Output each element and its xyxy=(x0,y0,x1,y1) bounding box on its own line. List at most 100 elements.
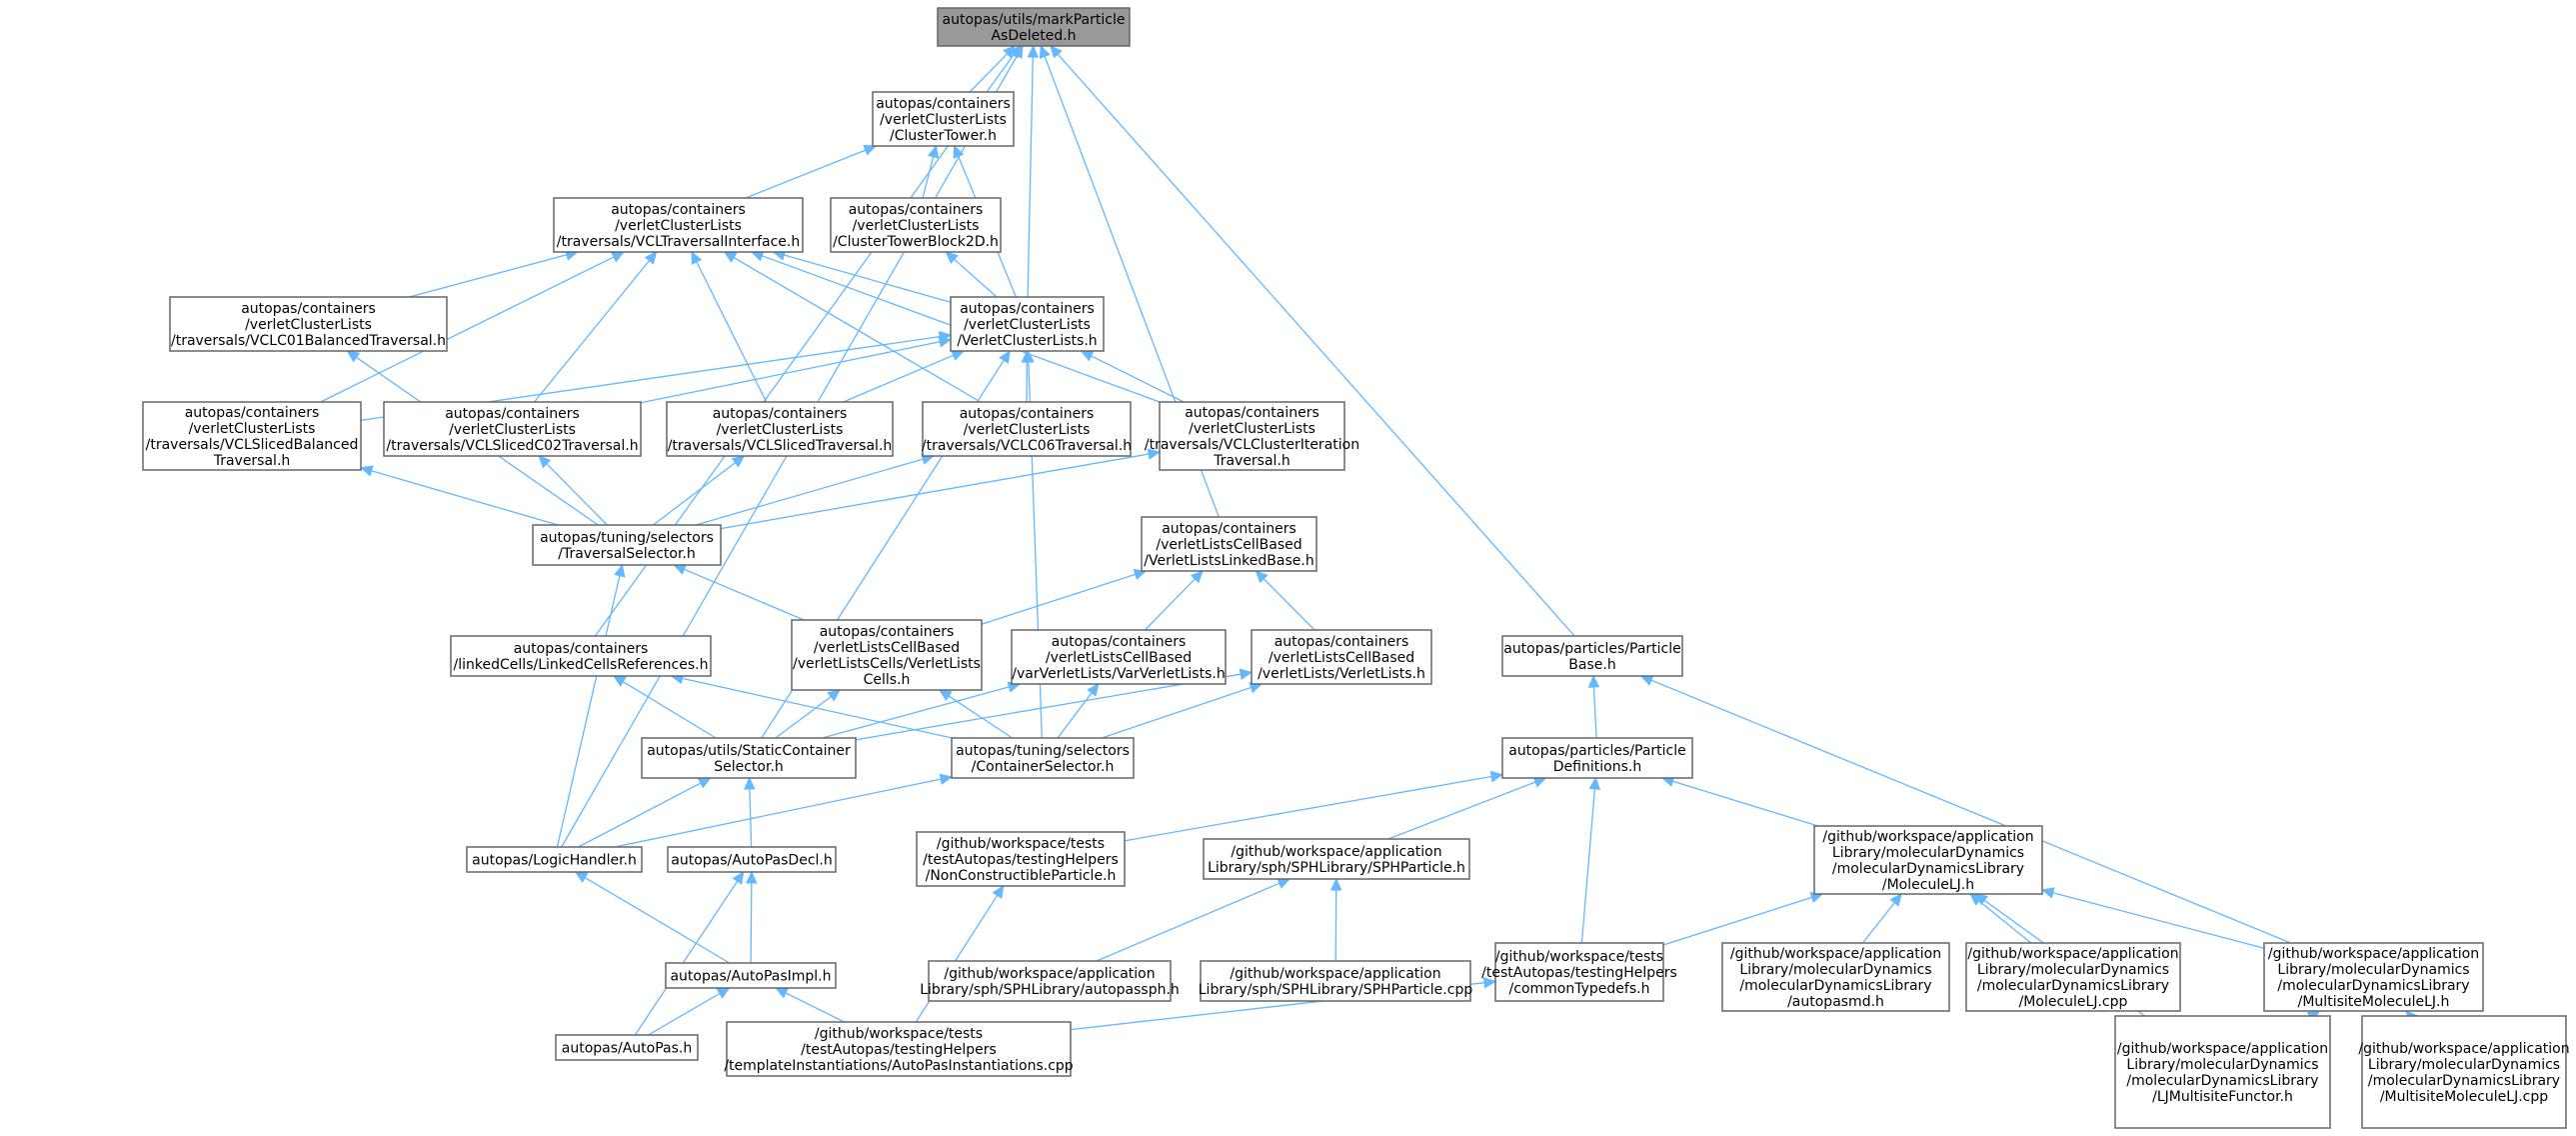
node-label-line: /testAutopas/testingHelpers xyxy=(1481,965,1677,981)
file-node[interactable]: autopas/AutoPas.h xyxy=(555,1034,699,1061)
edge-arrowhead xyxy=(1277,878,1291,889)
node-label-line: /TraversalSelector.h xyxy=(558,546,696,562)
edge-line xyxy=(320,256,615,403)
edge-arrowhead xyxy=(1587,674,1600,688)
edge-n34-to-n26 xyxy=(775,987,845,1023)
node-box xyxy=(951,737,1135,779)
file-node[interactable]: autopas/tuning/selectors/ContainerSelect… xyxy=(951,737,1135,779)
file-node[interactable]: autopas/containers/verletClusterLists/tr… xyxy=(553,197,804,253)
node-label-line: /ContainerSelector.h xyxy=(972,759,1115,775)
node-label-line: /verletListsCells/VerletLists xyxy=(793,656,981,672)
file-node[interactable]: /github/workspace/applicationLibrary/mol… xyxy=(1965,942,2181,1012)
file-node[interactable]: /github/workspace/applicationLibrary/mol… xyxy=(2263,942,2484,1012)
file-node[interactable]: /github/workspace/applicationLibrary/sph… xyxy=(1203,838,1470,880)
node-box xyxy=(641,737,857,779)
file-node[interactable]: /github/workspace/applicationLibrary/mol… xyxy=(1721,942,1950,1012)
node-label-line: /verletClusterLists xyxy=(1189,421,1315,437)
file-node[interactable]: autopas/containers/verletListsCellBased/… xyxy=(1011,629,1227,685)
node-label-line: autopas/containers xyxy=(820,624,955,640)
file-node[interactable]: /github/workspace/applicationLibrary/mol… xyxy=(2114,1015,2331,1129)
node-label-line: /github/workspace/tests xyxy=(815,1026,983,1042)
node-label-line: autopas/containers xyxy=(1275,634,1409,650)
node-label-line: /testAutopas/testingHelpers xyxy=(801,1042,997,1058)
edge-arrowhead xyxy=(863,144,878,156)
edge-n18-to-n16 xyxy=(855,668,1254,741)
node-box xyxy=(1501,635,1683,677)
edge-line xyxy=(922,156,935,199)
node-box xyxy=(2361,1015,2567,1129)
file-node[interactable]: autopas/containers/verletListsCellBased/… xyxy=(1141,516,1317,572)
file-node[interactable]: autopas/containers/verletClusterLists/Ve… xyxy=(950,296,1105,352)
edge-arrowhead xyxy=(992,884,1005,899)
edge-arrowhead xyxy=(1974,893,1988,906)
file-node[interactable]: autopas/containers/verletListsCellBased/… xyxy=(791,619,983,691)
file-node[interactable]: autopas/containers/verletClusterLists/tr… xyxy=(383,401,642,457)
node-label-line: /testAutopas/testingHelpers xyxy=(923,852,1119,868)
file-node[interactable]: autopas/tuning/selectors/TraversalSelect… xyxy=(532,524,722,566)
file-node[interactable]: autopas/containers/verletClusterLists/tr… xyxy=(169,296,448,352)
edge-line xyxy=(1096,882,1281,962)
node-box xyxy=(1159,401,1345,471)
node-label-line: autopas/AutoPasDecl.h xyxy=(671,853,832,869)
file-node[interactable]: /github/workspace/applicationLibrary/sph… xyxy=(920,960,1180,1002)
edge-arrowhead xyxy=(939,773,954,785)
node-label-line: Library/molecularDynamics xyxy=(1832,845,2024,861)
file-node[interactable]: autopas/LogicHandler.h xyxy=(466,846,643,873)
file-node[interactable]: /github/workspace/applicationLibrary/mol… xyxy=(2358,1015,2570,1129)
edge-line xyxy=(1101,686,1252,739)
file-node[interactable]: autopas/AutoPasImpl.h xyxy=(665,962,837,989)
edge-line xyxy=(578,782,702,848)
edge-arrowhead xyxy=(1023,349,1035,363)
edge-arrowhead xyxy=(938,689,953,702)
file-node[interactable]: autopas/containers/verletClusterLists/tr… xyxy=(142,401,362,471)
edge-n11-to-n10 xyxy=(720,448,1162,530)
node-box xyxy=(466,846,643,873)
node-box xyxy=(1501,737,1693,779)
node-label-line: /linkedCells/LinkedCellsReferences.h xyxy=(454,657,709,673)
node-box xyxy=(1141,516,1317,572)
node-label-line: /molecularDynamicsLibrary xyxy=(1832,861,2024,877)
file-node[interactable]: autopas/containers/verletClusterLists/tr… xyxy=(922,401,1132,457)
edge-n16-to-n12 xyxy=(1255,570,1315,631)
edge-line xyxy=(2052,892,2265,949)
file-node[interactable]: /github/workspace/tests/testAutopas/test… xyxy=(724,1021,1074,1077)
edge-arrowhead xyxy=(744,776,756,790)
file-node[interactable]: autopas/containers/verletClusterLists/Cl… xyxy=(872,91,1015,147)
edge-n2-to-n1 xyxy=(745,144,878,199)
edge-arrowhead xyxy=(1482,977,1497,989)
file-node[interactable]: autopas/AutoPasDecl.h xyxy=(667,846,837,873)
node-label-line: /verletClusterLists xyxy=(615,218,742,234)
edge-n24-to-n20 xyxy=(1387,776,1547,840)
edge-line xyxy=(634,880,739,1036)
node-label-line: autopas/tuning/selectors xyxy=(956,743,1130,759)
file-node[interactable]: autopas/containers/linkedCells/LinkedCel… xyxy=(450,635,712,677)
file-node[interactable]: autopas/containers/verletListsCellBased/… xyxy=(1251,629,1432,685)
file-node[interactable]: /github/workspace/applicationLibrary/sph… xyxy=(1199,960,1473,1002)
file-node[interactable]: /github/workspace/tests/testAutopas/test… xyxy=(1481,942,1677,1002)
edge-arrowhead xyxy=(928,144,940,159)
edge-n29-to-n20 xyxy=(1580,776,1601,944)
edge-n3-to-n1 xyxy=(922,144,940,199)
edge-arrowhead xyxy=(1639,675,1654,686)
node-label-line: /github/workspace/application xyxy=(944,966,1155,982)
edge-arrowhead xyxy=(611,251,625,263)
node-label-line: Library/sph/SPHLibrary/SPHParticle.h xyxy=(1208,860,1465,876)
edge-arrowhead xyxy=(746,870,758,884)
node-box xyxy=(1251,629,1432,685)
file-node[interactable]: /github/workspace/tests/testAutopas/test… xyxy=(916,831,1126,887)
file-node[interactable]: /github/workspace/applicationLibrary/mol… xyxy=(1813,825,2043,895)
edge-arrowhead xyxy=(538,455,552,469)
node-box xyxy=(2114,1015,2331,1129)
node-box xyxy=(450,635,712,677)
node-box xyxy=(1965,942,2181,1012)
file-node[interactable]: autopas/containers/verletClusterLists/tr… xyxy=(1145,401,1359,471)
file-node[interactable]: autopas/containers/verletClusterLists/tr… xyxy=(666,401,894,457)
edge-arrowhead xyxy=(775,987,789,999)
file-node[interactable]: autopas/containers/verletClusterLists/Cl… xyxy=(830,197,1002,253)
edge-line xyxy=(371,470,559,526)
edge-arrowhead xyxy=(1329,877,1342,891)
